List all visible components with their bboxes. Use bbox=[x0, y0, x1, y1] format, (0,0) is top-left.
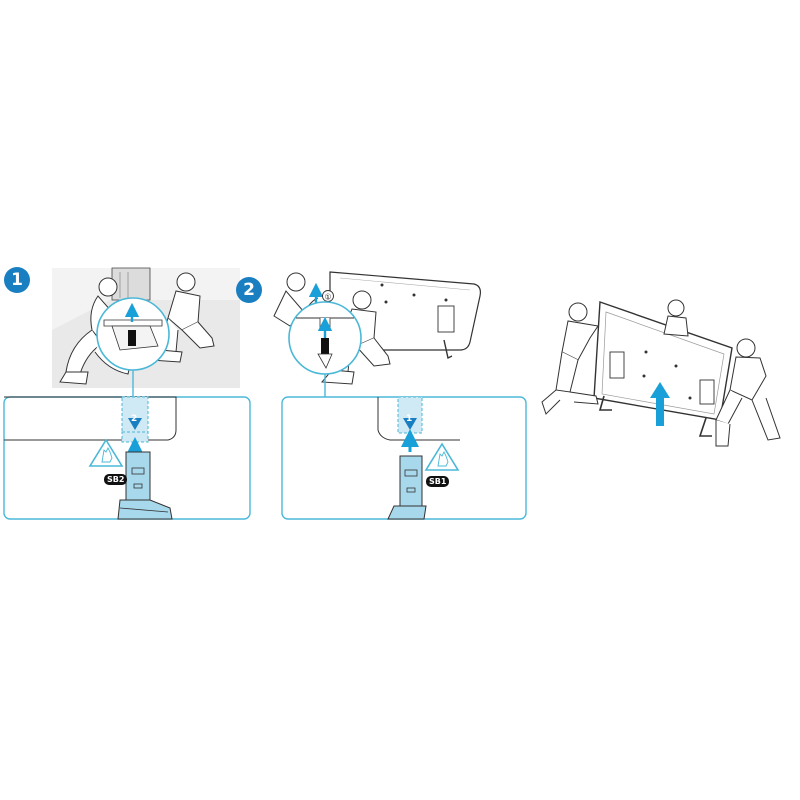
part-label-sb2: SB2 bbox=[104, 474, 128, 485]
person-right-icon bbox=[715, 338, 781, 447]
lift-arrow-icon bbox=[650, 382, 670, 426]
step-1-badge: 1 bbox=[4, 267, 30, 293]
step-2-panel: ① bbox=[273, 271, 527, 520]
step-1-arrow-number: 2 bbox=[131, 414, 138, 424]
person-middle-icon bbox=[663, 299, 689, 337]
person-left-icon bbox=[541, 302, 599, 415]
step-3-panel bbox=[541, 299, 781, 447]
step-1-panel bbox=[3, 267, 251, 520]
caution-hand-icon bbox=[88, 438, 124, 467]
part-label-sb1: SB1 bbox=[426, 476, 450, 487]
caution-hand-icon bbox=[424, 442, 460, 471]
step-2-arrow-number: 1 bbox=[406, 414, 413, 424]
step-2-badge: 2 bbox=[236, 277, 262, 303]
step-2-marker: ① bbox=[324, 293, 331, 302]
